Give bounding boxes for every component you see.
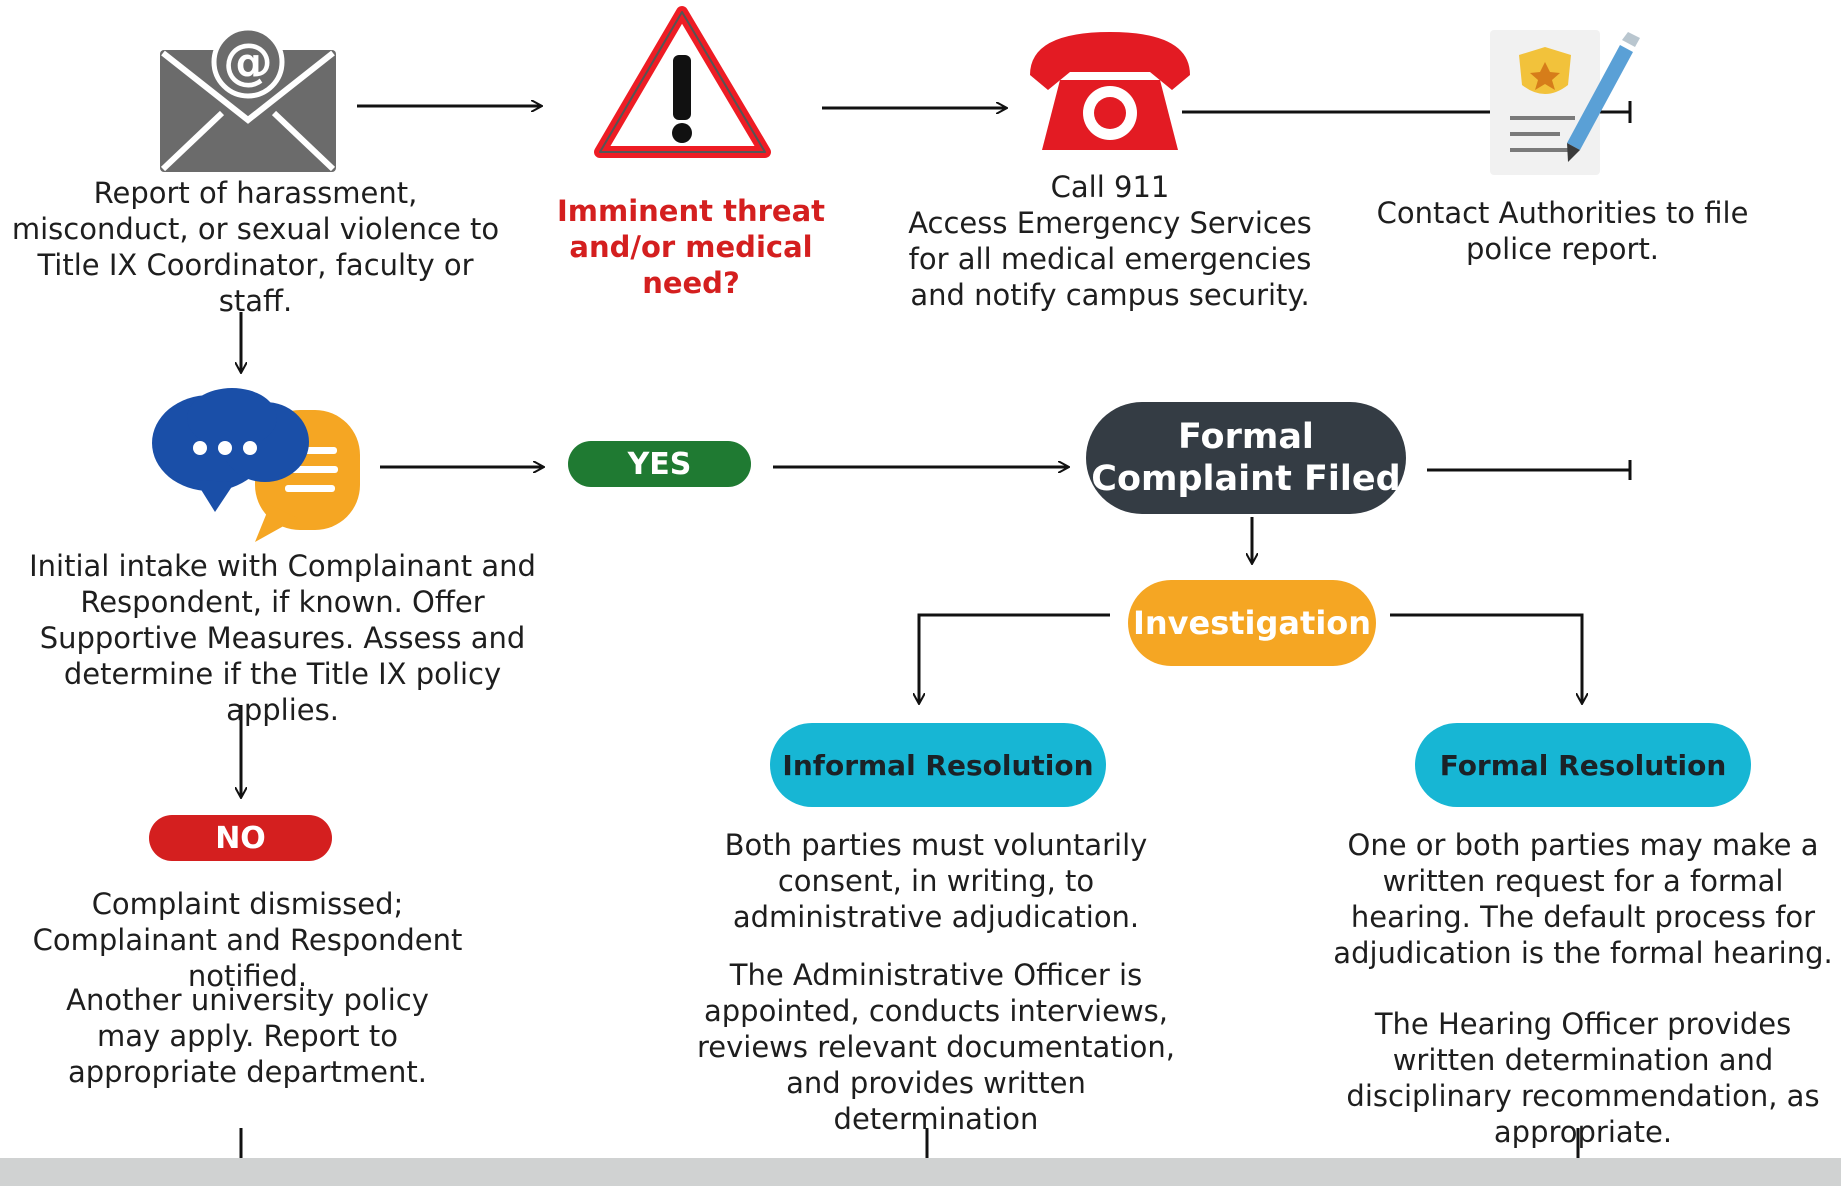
formal-request-text: One or both parties may make a written r…: [1333, 828, 1833, 970]
formal-complaint-line1: Formal: [1178, 417, 1314, 457]
threat-question: Imminent threat and/or medical need?: [557, 194, 825, 300]
formal-complaint-line2: Complaint Filed: [1091, 459, 1401, 499]
call911-block: Call 911 Access Emergency Services for a…: [905, 169, 1315, 313]
warning-triangle-icon: [594, 6, 771, 158]
arrow-investigation-to-informal: [919, 613, 1110, 703]
intake-text: Initial intake with Complainant and Resp…: [29, 549, 536, 727]
call911-body: Access Emergency Services for all medica…: [908, 206, 1312, 312]
informal-officer-text: The Administrative Officer is appointed,…: [696, 958, 1176, 1136]
no-badge: NO: [149, 815, 332, 861]
dismissed-text: Complaint dismissed; Complainant and Res…: [32, 887, 463, 993]
footer-bar: [0, 1158, 1841, 1186]
police-report-icon: [1490, 30, 1640, 175]
formal-resolution-node: Formal Resolution: [1415, 723, 1751, 807]
yes-badge: YES: [568, 441, 751, 487]
arrow-investigation-to-formal-resolution: [1390, 613, 1582, 703]
informal-resolution-node: Informal Resolution: [770, 723, 1106, 807]
other-policy-text: Another university policy may apply. Rep…: [66, 983, 429, 1089]
svg-text:@: @: [223, 33, 273, 91]
chat-bubbles-icon: [152, 388, 360, 542]
report-text: Report of harassment, misconduct, or sex…: [11, 176, 500, 318]
investigation-node: Investigation: [1128, 580, 1376, 666]
informal-consent-text: Both parties must voluntarily consent, i…: [724, 828, 1148, 934]
formal-complaint-node: Formal Complaint Filed: [1086, 402, 1406, 514]
authorities-text: Contact Authorities to file police repor…: [1376, 196, 1749, 266]
formal-officer-text: The Hearing Officer provides written det…: [1346, 1007, 1820, 1149]
red-telephone-icon: [1030, 32, 1190, 150]
email-at-icon: @: [160, 25, 336, 172]
call911-title: Call 911: [1050, 170, 1170, 204]
